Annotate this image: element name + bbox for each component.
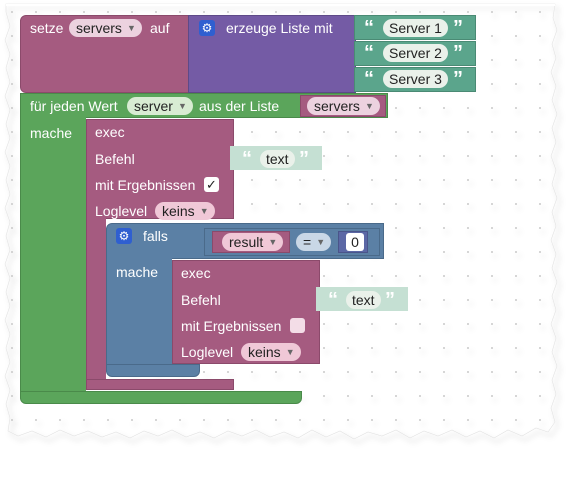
chevron-down-icon: ▼ [285,347,295,357]
with-results-label: mit Ergebnissen [95,177,196,193]
compare-variable-dropdown[interactable]: result▼ [222,233,284,251]
with-results-label: mit Ergebnissen [181,318,282,334]
if-block-bottom [106,364,200,377]
in-list-label: aus der Liste [199,98,280,114]
set-variable-dropdown[interactable]: servers▼ [69,19,142,37]
chevron-down-icon: ▼ [268,237,278,247]
operator-dropdown[interactable]: =▼ [296,233,332,251]
number-field[interactable]: 0 [346,233,364,251]
foreach-loop-arm [20,117,86,403]
list-variable-dropdown[interactable]: servers▼ [307,97,380,115]
command-label: Befehl [95,151,135,167]
for-each-label: für jeden Wert [30,98,118,114]
exec-block-bottom [86,379,234,390]
loglevel-label: Loglevel [95,203,148,219]
with-results-checkbox[interactable]: ✓ [204,177,219,192]
loglevel-label: Loglevel [181,344,234,360]
foreach-loop-bottom [20,391,302,404]
exec-label: exec [95,124,125,140]
loglevel-dropdown[interactable]: keins▼ [155,202,215,220]
if-do-label: mache [116,264,159,280]
close-quote-icon: ” [299,148,309,170]
list-item-text-field[interactable]: Server 2 [383,44,448,62]
set-label: setze [30,20,64,36]
chevron-down-icon: ▼ [199,206,209,216]
loglevel-dropdown[interactable]: keins▼ [241,343,301,361]
to-label: auf [150,20,170,36]
command-label: Befehl [181,292,221,308]
close-quote-icon: ” [385,289,395,311]
create-list-label: erzeuge Liste mit [226,20,333,36]
with-results-checkbox[interactable] [290,318,305,333]
chevron-down-icon: ▼ [177,101,187,111]
command-text-field[interactable]: text [346,291,381,309]
gear-icon[interactable]: ⚙ [199,20,215,36]
close-quote-icon: ” [453,68,463,90]
open-quote-icon: “ [364,68,374,90]
chevron-down-icon: ▼ [126,23,136,33]
loop-variable-dropdown[interactable]: server▼ [127,97,193,115]
open-quote-icon: “ [328,289,338,311]
chevron-down-icon: ▼ [316,237,326,247]
chevron-down-icon: ▼ [364,101,374,111]
list-item-text-field[interactable]: Server 1 [383,19,448,37]
close-quote-icon: ” [453,42,463,64]
gear-icon[interactable]: ⚙ [116,228,132,244]
if-block-arm [106,258,172,376]
list-item-text-field[interactable]: Server 3 [383,70,448,88]
open-quote-icon: “ [364,17,374,39]
open-quote-icon: “ [364,42,374,64]
exec-label: exec [181,265,211,281]
if-label: falls [143,228,168,244]
create-list-block[interactable] [188,15,356,93]
open-quote-icon: “ [242,148,252,170]
close-quote-icon: ” [453,17,463,39]
command-text-field[interactable]: text [260,150,295,168]
exec-block-arm [86,218,106,386]
loop-do-label: mache [30,125,73,141]
